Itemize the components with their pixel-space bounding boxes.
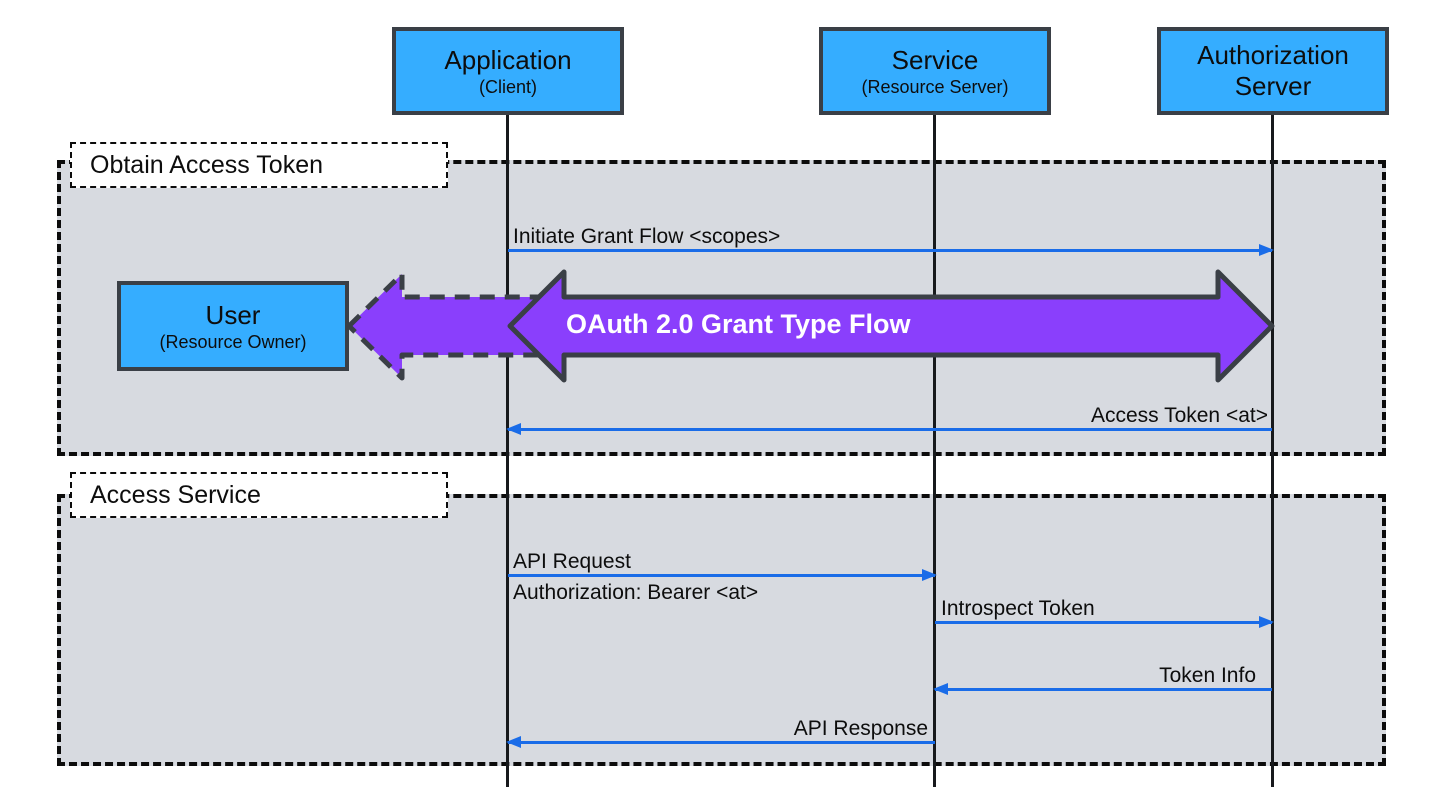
actor-application: Application (Client) [392,27,624,115]
arrow-token-info [933,683,1272,695]
actor-authorization-server: Authorization Server [1157,27,1389,115]
frame-label-text: Access Service [90,480,261,509]
lifeline-application [506,113,509,787]
grant-flow-double-arrow [507,269,1275,383]
frame-label-text: Obtain Access Token [90,150,324,179]
actor-service: Service (Resource Server) [819,27,1051,115]
frame-access-service [57,494,1386,766]
grant-flow-arrow-graphic [346,269,1275,383]
actor-title: Service [891,44,979,75]
message-label: Token Info [1159,664,1256,687]
message-label: API Response [793,717,928,740]
arrow-introspect-token [935,616,1274,628]
actor-title: User [205,299,261,330]
actor-subtitle: (Resource Owner) [159,331,307,352]
lifeline-authorization-server [1271,113,1274,787]
lifeline-service [933,113,936,787]
actor-subtitle: (Resource Server) [861,76,1009,97]
message-label: Introspect Token [941,597,1095,620]
arrow-api-response [506,736,935,748]
frame-label-obtain-access-token: Obtain Access Token [70,142,448,188]
arrow-api-request [508,569,937,581]
actor-title: Application [444,44,572,75]
arrow-access-token [506,423,1272,435]
message-label: Initiate Grant Flow <scopes> [513,225,781,248]
arrow-initiate-grant-flow [508,244,1274,256]
actor-subtitle: (Client) [478,76,537,97]
actor-title: Authorization Server [1197,40,1349,101]
frame-label-access-service: Access Service [70,472,448,518]
message-label: API Request [513,550,631,573]
actor-user: User (Resource Owner) [117,281,349,371]
message-label: Access Token <at> [1090,404,1268,427]
message-sublabel: Authorization: Bearer <at> [513,581,759,604]
grant-flow-label: OAuth 2.0 Grant Type Flow [566,309,911,339]
